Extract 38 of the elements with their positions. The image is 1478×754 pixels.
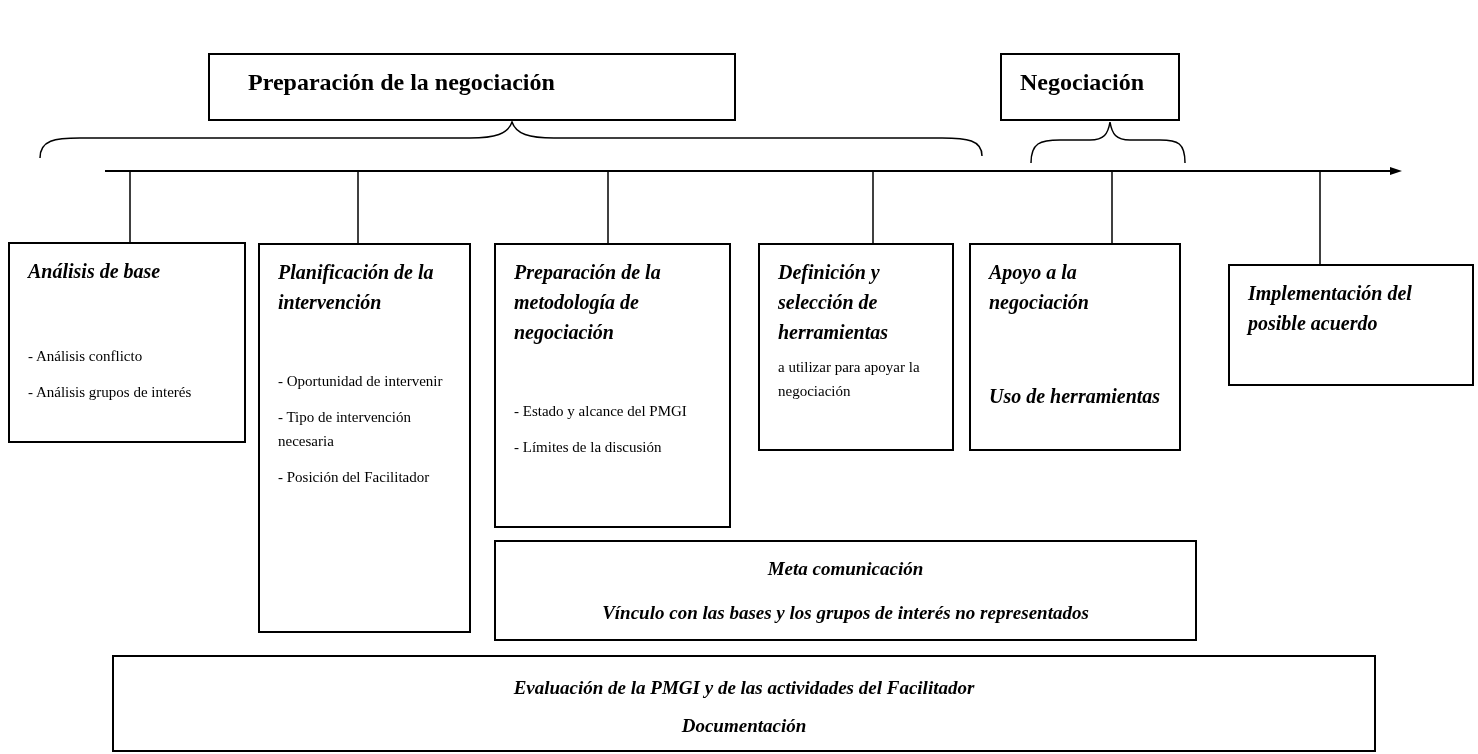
text-box — [494, 243, 731, 528]
text-box — [969, 243, 1181, 451]
text-box — [494, 540, 1197, 641]
box-heading: Implementación del posible acuerdo — [1248, 281, 1413, 337]
connector-line — [872, 171, 874, 244]
text-box — [112, 655, 1376, 752]
box-subheading: Vínculo con las bases y los grupos de interés no representados — [601, 601, 1090, 625]
bullet-text: - Oportunidad de intervenir — [278, 372, 444, 391]
box-subheading: Uso de herramientas — [989, 384, 1161, 409]
bullet-text: a utilizar para apoyar la negociación — [778, 358, 921, 401]
connector-line — [129, 171, 131, 243]
bullet-text: - Estado y alcance del PMGI — [514, 402, 688, 421]
connector-line — [1319, 171, 1321, 265]
text-box — [258, 243, 471, 633]
connector-line — [607, 171, 609, 244]
box-heading: Análisis de base — [28, 259, 162, 284]
box-heading: Preparación de la metodología de negociación — [514, 260, 662, 346]
text-box — [1000, 53, 1180, 121]
bullet-text: - Tipo de intervención necesaria — [278, 408, 412, 451]
bullet-text: - Posición del Facilitador — [278, 468, 431, 487]
timeline-arrow — [104, 167, 1402, 175]
text-box — [758, 243, 954, 451]
box-subheading: Documentación — [680, 714, 808, 738]
bullet-text: - Análisis grupos de interés — [28, 383, 193, 402]
connector-line — [1111, 171, 1113, 244]
box-heading: Negociación — [1020, 68, 1145, 97]
text-box — [8, 242, 246, 443]
box-heading: Definición y selección de herramientas — [778, 260, 890, 345]
connector-line — [357, 171, 359, 244]
bullet-text: - Análisis conflicto — [28, 347, 144, 366]
box-heading: Apoyo a la negociación — [989, 260, 1090, 316]
box-heading: Meta comunicación — [766, 557, 925, 581]
box-heading: Evaluación de la PMGI y de las actividades del Facilitador — [512, 676, 976, 700]
box-heading: Preparación de la negociación — [248, 68, 556, 97]
text-box — [1228, 264, 1474, 386]
text-box — [208, 53, 736, 121]
bullet-text: - Límites de la discusión — [514, 438, 663, 457]
box-heading: Planificación de la intervención — [278, 260, 435, 315]
